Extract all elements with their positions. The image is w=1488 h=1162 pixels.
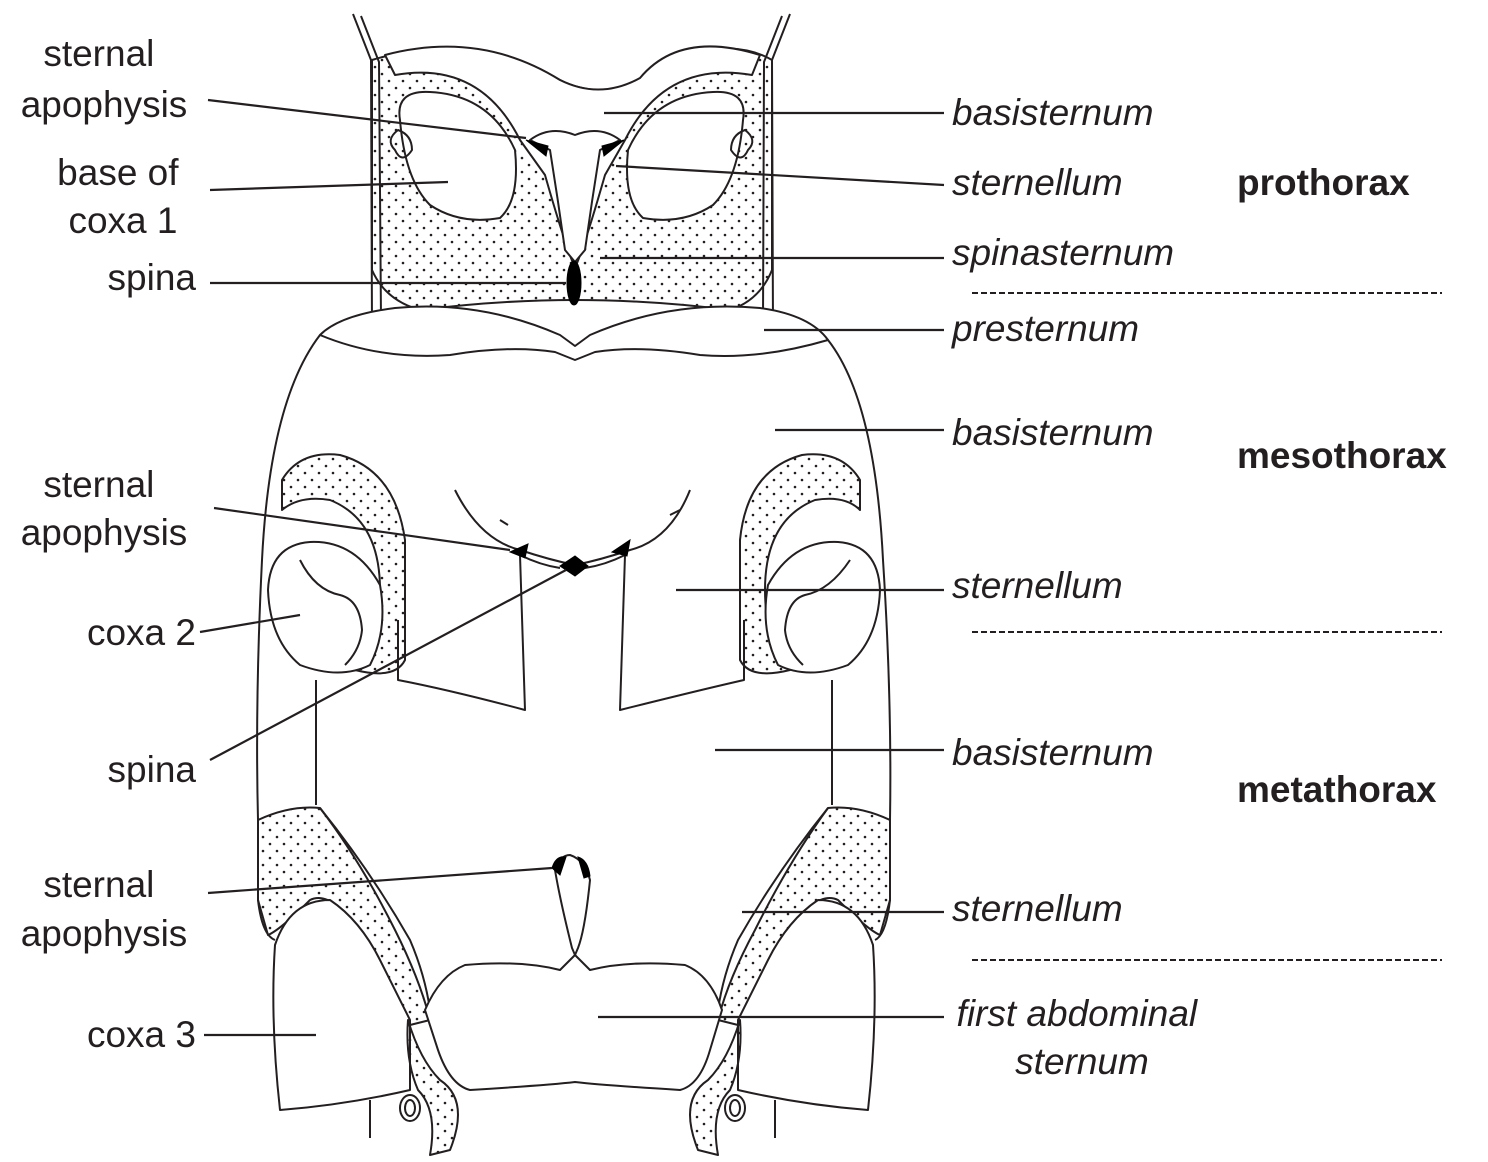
label-base-of-coxa-1: base of coxa 1 [57, 152, 189, 241]
label-basisternum-3: basisternum [952, 732, 1154, 773]
label-sternellum-3: sternellum [952, 888, 1123, 929]
presternum [320, 307, 828, 360]
label-first-abdominal-sternum: first abdominal sternum [957, 993, 1208, 1082]
label-sternal-apophysis-3: sternal apophysis [21, 864, 188, 954]
label-coxa-2: coxa 2 [87, 612, 196, 653]
label-mesothorax: mesothorax [1237, 435, 1447, 476]
coxa-2-right [766, 542, 880, 673]
label-basisternum-1: basisternum [952, 92, 1154, 133]
first-abdominal-sternum [425, 955, 722, 1090]
label-prothorax: prothorax [1237, 162, 1410, 203]
coxa-2-left [268, 542, 382, 673]
label-spina-2: spina [108, 749, 197, 790]
label-sternellum-1: sternellum [952, 162, 1123, 203]
label-basisternum-2: basisternum [952, 412, 1154, 453]
label-presternum: presternum [951, 308, 1139, 349]
label-spina-1: spina [108, 257, 197, 298]
prothorax-drawing [320, 14, 828, 360]
label-sternal-apophysis-1: sternal apophysis [21, 33, 188, 125]
label-coxa-3: coxa 3 [87, 1014, 196, 1055]
label-sternellum-2: sternellum [952, 565, 1123, 606]
label-sternal-apophysis-2: sternal apophysis [21, 464, 188, 553]
meso-metathorax-drawing [257, 335, 890, 1155]
label-metathorax: metathorax [1237, 769, 1437, 810]
label-spinasternum: spinasternum [952, 232, 1174, 273]
spina-1 [567, 261, 581, 305]
